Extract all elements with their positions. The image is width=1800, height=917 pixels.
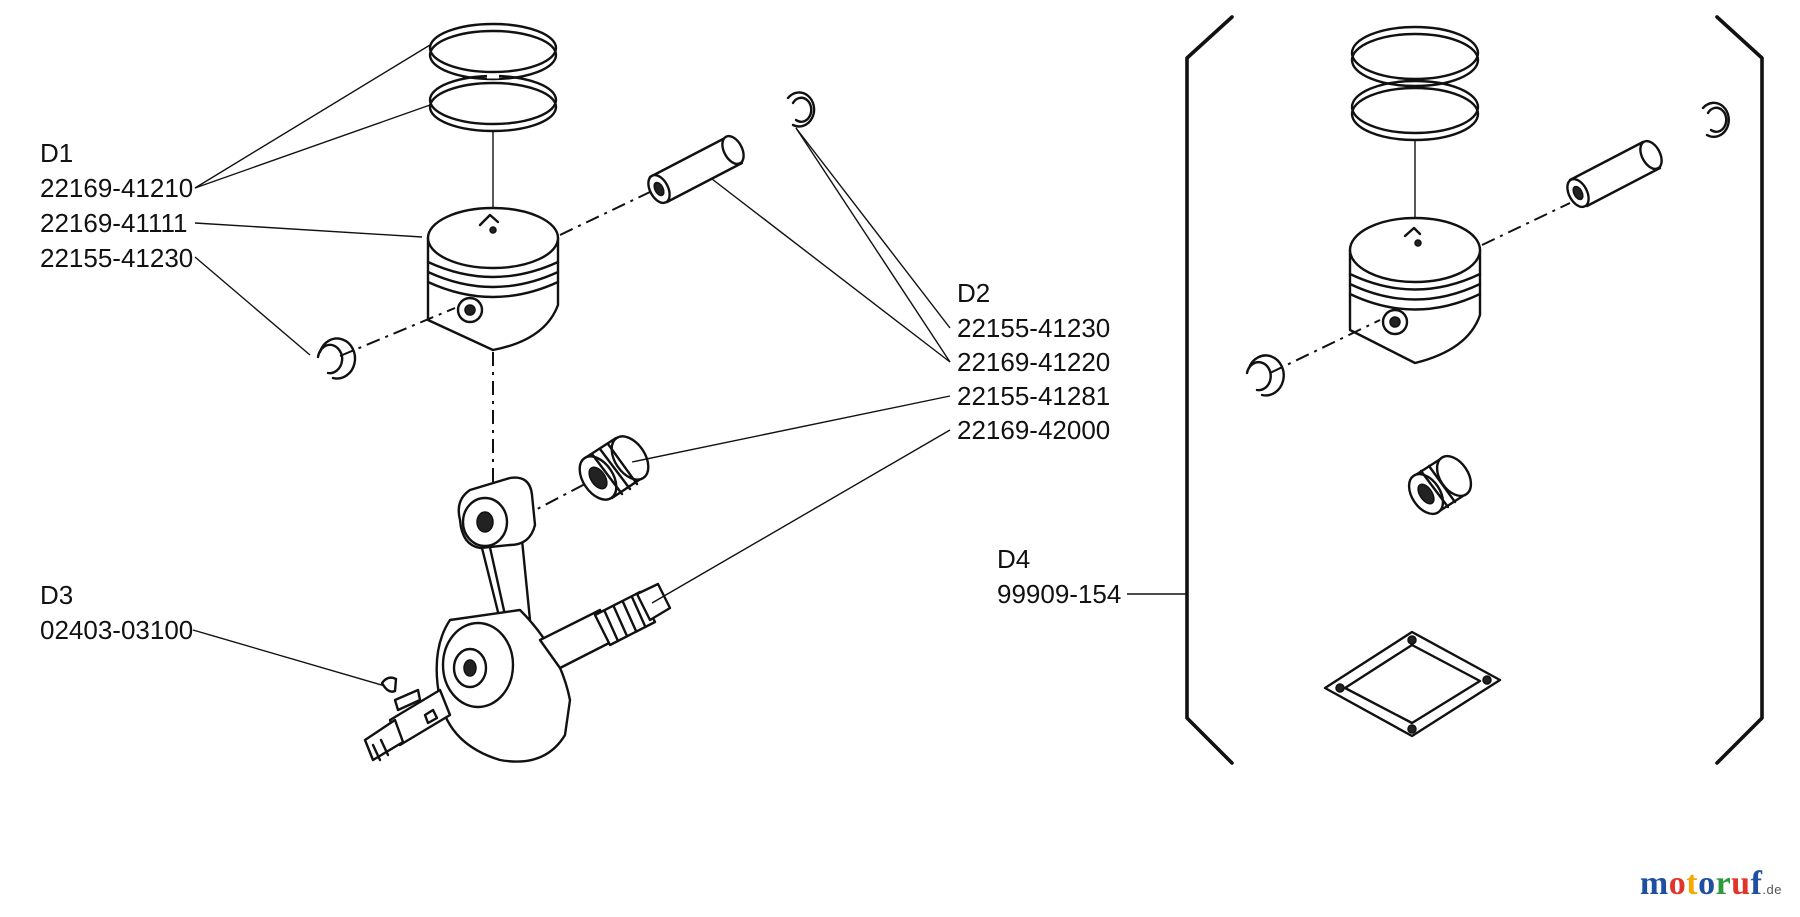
watermark-letter: o (1668, 865, 1687, 902)
kit-gudgeon-pin-icon (1566, 139, 1663, 209)
watermark-letter: t (1686, 865, 1699, 902)
needle-bearing-icon (578, 435, 650, 501)
watermark-letter: r (1715, 865, 1732, 902)
woodruff-key-icon (380, 676, 398, 693)
d1-part-3: 22155-41230 (40, 243, 193, 273)
piston-ring-lower-icon (428, 73, 558, 133)
kit-needle-bearing-icon (1407, 454, 1473, 516)
d3-part-1: 02403-03100 (40, 615, 193, 645)
kit-gasket-icon (1323, 630, 1502, 738)
group-d1-label: D1 (40, 138, 73, 168)
piston-ring-upper-icon (428, 22, 558, 81)
circlip-top-icon (786, 91, 816, 128)
kit-circlip-left-icon (1245, 354, 1285, 397)
watermark-logo: motoruf.de (1640, 865, 1782, 903)
d2-part-4: 22169-42000 (957, 415, 1110, 445)
d1-part-2: 22169-41111 (40, 208, 187, 238)
watermark-letter: m (1639, 865, 1669, 902)
kit-circlip-top-icon (1701, 101, 1730, 138)
watermark-suffix: .de (1762, 882, 1782, 897)
d1-part-1: 22169-41210 (40, 173, 193, 203)
group-d4-label: D4 (997, 544, 1030, 574)
d2-part-2: 22169-41220 (957, 347, 1110, 377)
kit-piston-rings-icon (1350, 25, 1480, 142)
piston-icon (426, 206, 560, 352)
d2-part-1: 22155-41230 (957, 313, 1110, 343)
group-d2-label: D2 (957, 278, 990, 308)
group-d3-label: D3 (40, 580, 73, 610)
circlip-left-icon (316, 337, 357, 380)
kit-piston-icon (1348, 216, 1482, 365)
watermark-letter: f (1750, 865, 1763, 902)
kit-bracket-icon (1185, 15, 1764, 765)
watermark-text: motoruf (1640, 865, 1763, 902)
crankshaft-icon (363, 476, 672, 763)
d4-part-1: 99909-154 (997, 579, 1121, 609)
d2-part-3: 22155-41281 (957, 381, 1110, 411)
gudgeon-pin-icon (647, 134, 745, 205)
watermark-letter: o (1698, 865, 1716, 902)
watermark-letter: u (1731, 865, 1751, 902)
